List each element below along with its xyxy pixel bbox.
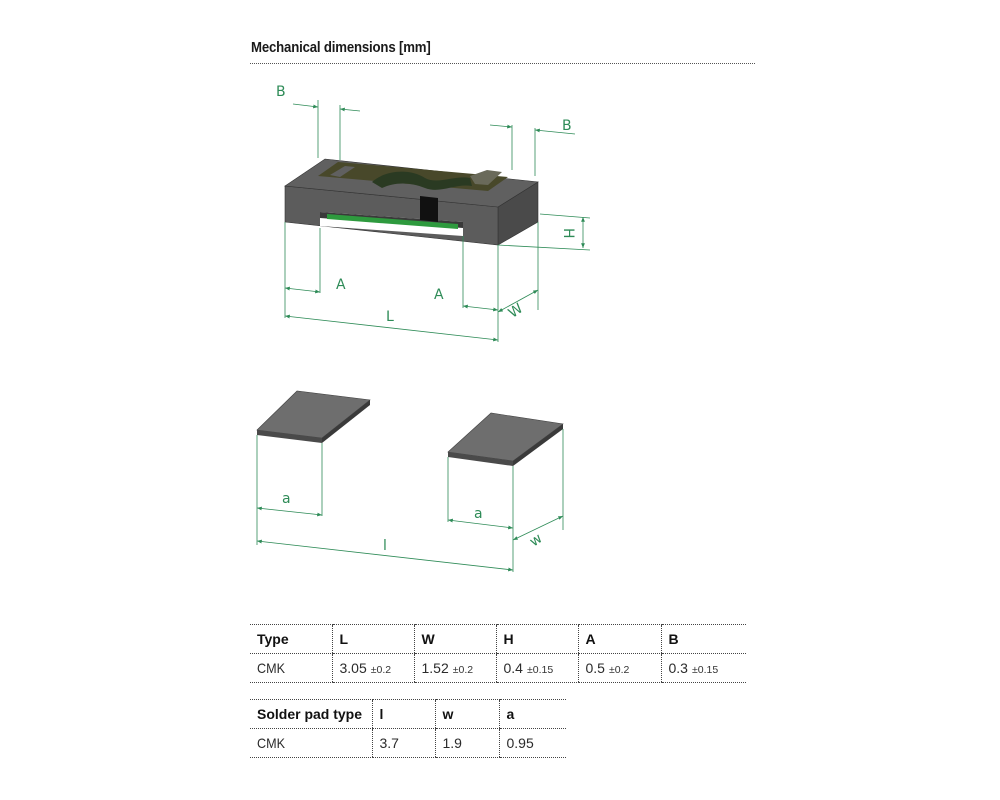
header-w: W [413,624,496,654]
cell-h: 0.4±0.15 [495,653,578,683]
cell-w-pad: 1.9 [434,728,499,758]
contact-strip [327,214,458,229]
cell-l-pad: 3.7 [371,728,435,758]
pad-dimension-lines [256,429,564,572]
dim-label-l: L [386,309,394,325]
header-l: L [331,624,414,654]
dim-label-b-right: B [562,118,572,134]
dim-label-b-left: B [276,84,286,100]
table-row: CMK 3.05±0.2 1.52±0.2 0.4±0.15 0.5±0.2 0… [250,653,746,683]
dimensions-table: Type L W H A B CMK 3.05±0.2 1.52±0.2 0.4… [250,624,746,683]
chip-dimension-lines [284,100,591,342]
cell-l: 3.05±0.2 [331,653,414,683]
dim-label-a-left: A [336,277,346,293]
mechanical-drawing: B B H A A L W a a l w [256,84,591,572]
table-row: CMK 3.7 1.9 0.95 [250,728,566,758]
dim-label-w: W [506,300,527,321]
solder-pad-right [447,412,564,466]
header-w-pad: w [434,699,499,729]
title-divider [250,63,755,64]
dim-label-a-right: A [434,287,444,303]
cell-b: 0.3±0.15 [660,653,746,683]
cell-w: 1.52±0.2 [413,653,496,683]
cell-a: 0.5±0.2 [577,653,661,683]
dim-label-a-pad-right: a [474,506,483,522]
header-a-pad: a [498,699,566,729]
header-a: A [577,624,661,654]
header-l-pad: l [371,699,435,729]
solder-pad-table: Solder pad type l w a CMK 3.7 1.9 0.95 [250,699,566,758]
header-b: B [660,624,746,654]
cell-type: CMK [250,653,332,683]
dim-label-l-pad: l [383,538,387,554]
dimensions-header-row: Type L W H A B [250,624,746,654]
dim-label-w-pad: w [527,531,546,551]
header-type: Type [250,624,332,654]
chip-resistor [284,158,539,246]
solder-header-row: Solder pad type l w a [250,699,566,729]
cell-solder-type: CMK [250,728,372,758]
solder-pad-left [256,390,371,443]
header-h: H [495,624,578,654]
dim-label-h: H [560,228,576,239]
section-title: Mechanical dimensions [mm] [251,39,431,56]
dim-label-a-pad-left: a [282,491,291,507]
cell-a-pad: 0.95 [498,728,566,758]
header-solder-pad-type: Solder pad type [250,699,372,729]
